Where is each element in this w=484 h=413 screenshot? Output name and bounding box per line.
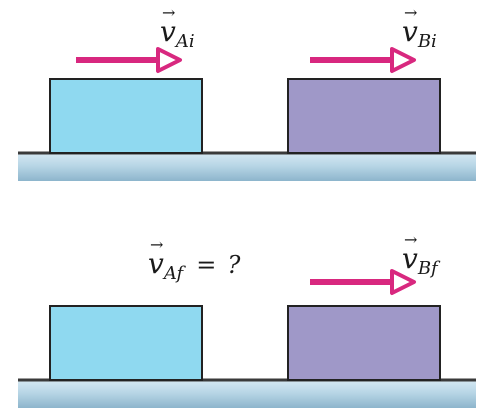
label-v-ai: → v Ai <box>160 18 195 46</box>
label-v-bi: → v Bi <box>402 18 437 46</box>
vector-symbol: → v <box>160 18 176 46</box>
block-a <box>50 79 202 153</box>
ground-surface <box>18 380 476 408</box>
top-panel <box>18 49 476 181</box>
bottom-panel <box>18 271 476 408</box>
ground-surface <box>18 153 476 181</box>
subscript: Bi <box>418 31 437 52</box>
velocity-arrow-b-initial <box>310 49 414 71</box>
block-a <box>50 306 202 380</box>
vector-symbol: → v <box>402 245 418 273</box>
vector-arrow-icon: → <box>404 5 417 21</box>
vector-arrow-icon: → <box>162 5 175 21</box>
label-v-bf: → v Bf <box>402 245 438 273</box>
unknown-value: ? <box>227 251 240 279</box>
subscript: Bf <box>418 258 438 279</box>
velocity-arrow-b-final <box>310 271 414 293</box>
vector-symbol: → v <box>402 18 418 46</box>
subscript: Af <box>164 263 183 284</box>
vector-arrow-icon: → <box>150 237 163 253</box>
block-b <box>288 79 440 153</box>
subscript: Ai <box>176 31 195 52</box>
block-b <box>288 306 440 380</box>
label-v-af-unknown: → v Af = ? <box>148 250 240 278</box>
equals-sign: = <box>196 251 216 279</box>
velocity-arrow-a-initial <box>76 49 180 71</box>
vector-arrow-icon: → <box>404 232 417 248</box>
vector-symbol: → v <box>148 250 164 278</box>
